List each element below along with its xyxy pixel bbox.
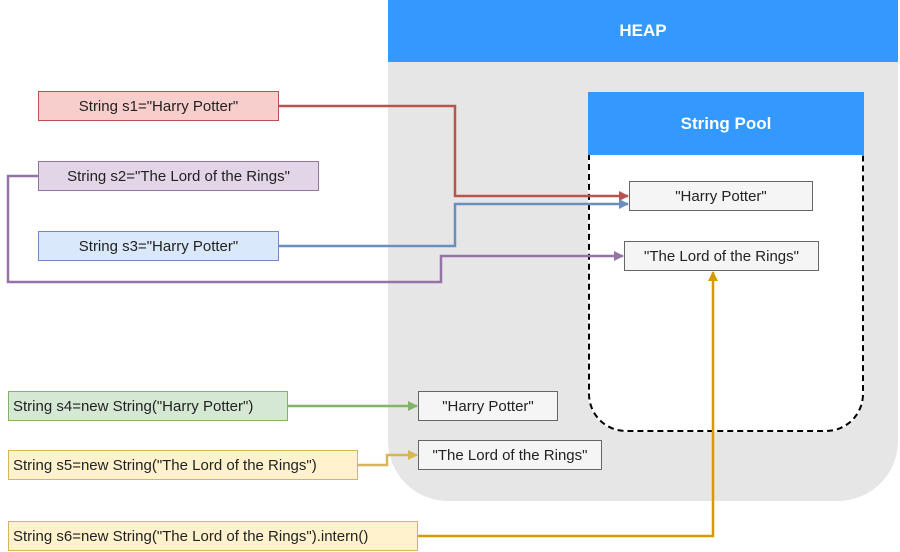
declaration-s4: String s4=new String("Harry Potter") — [8, 391, 288, 421]
heap-title: HEAP — [388, 0, 898, 62]
declaration-s2: String s2="The Lord of the Rings" — [38, 161, 319, 191]
s1-reference-arrow — [279, 104, 629, 201]
pool-literal-lord-of-the-rings: "The Lord of the Rings" — [624, 241, 819, 271]
pool-literal-harry-potter: "Harry Potter" — [629, 181, 813, 211]
s6-reference-arrow — [418, 271, 718, 538]
declaration-s1: String s1="Harry Potter" — [38, 91, 279, 121]
declaration-s5: String s5=new String("The Lord of the Ri… — [8, 450, 358, 480]
heap-object-harry-potter: "Harry Potter" — [418, 391, 558, 421]
s2-reference-arrow — [6, 174, 624, 284]
s3-reference-arrow — [279, 199, 629, 248]
string-pool-container — [588, 120, 864, 432]
declaration-s6: String s6=new String("The Lord of the Ri… — [8, 521, 418, 551]
declaration-s3: String s3="Harry Potter" — [38, 231, 279, 261]
string-pool-title: String Pool — [588, 92, 864, 155]
heap-object-lord-of-the-rings: "The Lord of the Rings" — [418, 440, 602, 470]
s5-reference-arrow — [358, 450, 418, 467]
